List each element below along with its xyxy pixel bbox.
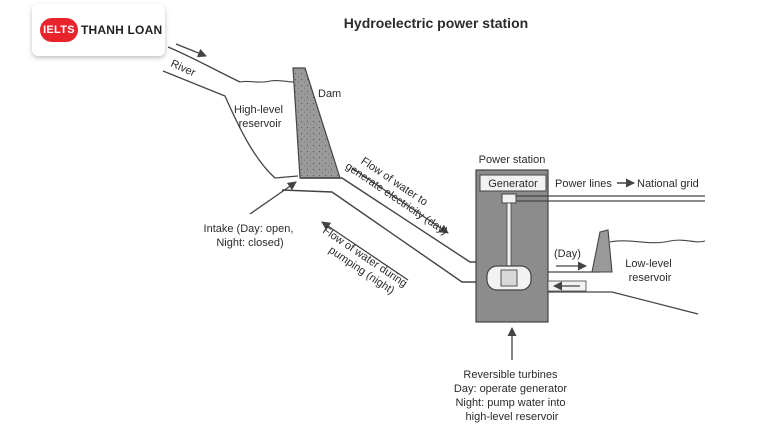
river-upper-bank bbox=[167, 46, 241, 83]
diagram-title: Hydroelectric power station bbox=[344, 15, 528, 31]
flow-generate-label: Flow of water to generate electricity (d… bbox=[343, 150, 457, 238]
flow-generate-line-2: generate electricity (day) bbox=[343, 160, 450, 237]
flow-generate-arrow bbox=[351, 167, 449, 234]
day-label: (Day) bbox=[554, 248, 581, 260]
flow-pumping-arrow bbox=[321, 221, 409, 281]
low-reservoir-label: Low-level reservoir bbox=[625, 258, 675, 284]
intake-line-1: Intake (Day: open, bbox=[204, 223, 294, 235]
brand-name: THANH LOAN bbox=[81, 23, 163, 37]
brand-logo: IELTS THANH LOAN bbox=[32, 4, 165, 56]
low-reservoir-surface bbox=[609, 239, 706, 244]
intake-label: Intake (Day: open, Night: closed) bbox=[204, 223, 297, 249]
brand-badge: IELTS bbox=[40, 18, 78, 42]
turbines-label: Reversible turbines Day: operate generat… bbox=[454, 369, 570, 423]
national-grid-label: National grid bbox=[637, 178, 699, 190]
high-reservoir-line-2: reservoir bbox=[239, 118, 282, 130]
low-reservoir-line-2: reservoir bbox=[629, 272, 672, 284]
river-arrow bbox=[175, 43, 207, 58]
turbines-line-3: Night: pump water into bbox=[455, 397, 565, 409]
generator-box bbox=[479, 174, 547, 192]
penstock-pipe-top bbox=[300, 177, 478, 263]
low-reservoir-line-1: Low-level bbox=[625, 258, 671, 270]
turbines-line-2: Day: operate generator bbox=[454, 383, 567, 395]
intake-arrow bbox=[249, 181, 297, 215]
power-lines-label: Power lines bbox=[555, 178, 612, 190]
high-reservoir-label: High-level reservoir bbox=[234, 104, 286, 130]
penstock-pipe-bottom bbox=[281, 189, 478, 283]
reservoir-surface bbox=[239, 79, 299, 83]
turbines-line-4: high-level reservoir bbox=[466, 411, 559, 423]
turbines-line-1: Reversible turbines bbox=[463, 369, 558, 381]
dam bbox=[292, 67, 341, 179]
dam-label: Dam bbox=[318, 88, 341, 100]
lower-dam bbox=[591, 229, 613, 273]
outflow-pipe-bottom bbox=[548, 291, 699, 315]
turbine-core bbox=[500, 269, 518, 287]
river-label: River bbox=[169, 58, 198, 80]
high-reservoir-line-1: High-level bbox=[234, 104, 283, 116]
power-station-building bbox=[475, 169, 549, 323]
svg-text:Flow of water to gener: Flow of water to generate electricity (d… bbox=[343, 150, 457, 238]
intake-line-2: Night: closed) bbox=[216, 237, 283, 249]
night-label: (Night) bbox=[548, 304, 581, 316]
power-station-label: Power station bbox=[479, 154, 546, 166]
generator-unit bbox=[501, 193, 517, 204]
river-lower-bank bbox=[162, 70, 299, 179]
turbine-shaft bbox=[506, 202, 512, 270]
generator-label: Generator bbox=[488, 178, 538, 190]
